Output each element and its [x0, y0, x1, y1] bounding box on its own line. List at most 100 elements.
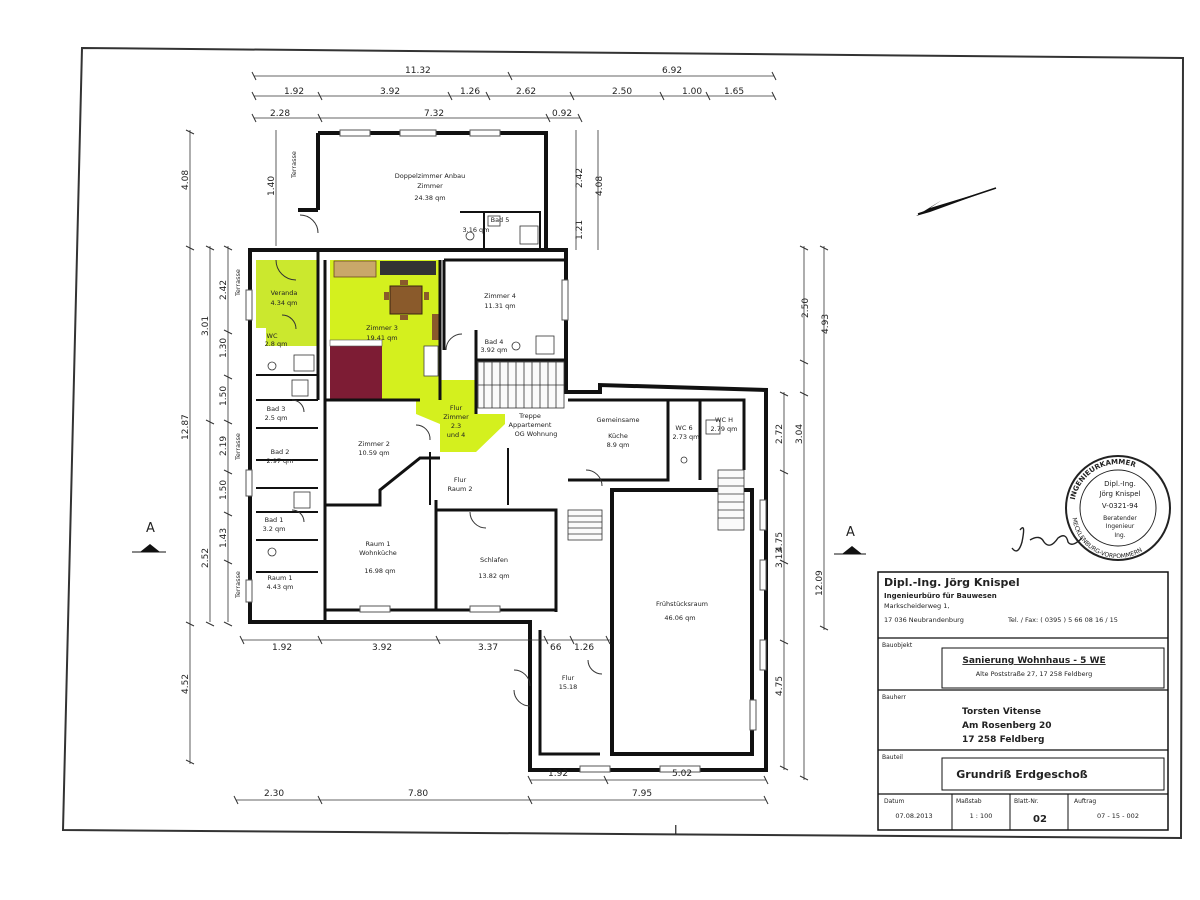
section-letter-right: A: [846, 525, 855, 540]
chair-symbol: [424, 292, 429, 300]
table-symbol: [389, 285, 423, 315]
vertical-dimension-labels: 4.08 12.87 4.52 3.01 2.52 2.42 1.30 1.50…: [181, 168, 831, 696]
room-flur-extra: und 4: [447, 431, 466, 439]
dim-leftin-5: 1.43: [219, 528, 229, 548]
scale-value: 1 : 100: [970, 812, 993, 820]
drawing-label: Bauteil: [882, 754, 903, 761]
room-raum1-area: 4.43 qm: [267, 583, 294, 591]
dim-leftin-1: 1.30: [219, 338, 229, 358]
shelf-symbol: [432, 314, 440, 340]
dimension-ticks: [185, 71, 829, 805]
section-marker-left: A: [132, 521, 166, 553]
room-flurraum-sub: Raum 2: [447, 485, 472, 493]
room-flurraum-name: Flur: [454, 476, 467, 484]
dim-leftin-0: 2.42: [219, 280, 229, 300]
room-bad3-name: Bad 3: [267, 405, 286, 413]
room-wc6-area: 2.73 qm: [673, 433, 700, 441]
room-wc6-name: WC 6: [675, 424, 692, 432]
sheet-value: 02: [1033, 814, 1047, 825]
room-wc-name: WC: [267, 332, 278, 340]
bed-symbol: [330, 345, 382, 400]
room-treppe-sub: Appartement: [509, 421, 552, 429]
room-zimmer2-name: Zimmer 2: [358, 440, 390, 448]
dim-rightmid-1: 2.50: [801, 298, 811, 318]
room-wch-area: 2.79 qm: [711, 425, 738, 433]
dim-top1-1: 6.92: [662, 66, 682, 76]
stamp-line1: Dipl.-Ing.: [1104, 480, 1136, 488]
room-bad2-name: Bad 2: [271, 448, 290, 456]
room-fruehstueck-area: 46.06 qm: [664, 614, 695, 622]
signature-scribble: [1011, 527, 1083, 552]
room-bad1-name: Bad 1: [265, 516, 284, 524]
dim-rightmid-2: 12.09: [815, 570, 825, 596]
date-value: 07.08.2013: [895, 812, 932, 820]
page-mark: I: [674, 823, 678, 837]
dim-mid-0: 1.92: [272, 643, 292, 653]
chair-symbol: [400, 280, 408, 285]
room-bad5-name: Bad 5: [491, 216, 510, 224]
project-name: Sanierung Wohnhaus - 5 WE: [962, 656, 1105, 666]
room-zimmer2-area: 10.59 qm: [358, 449, 389, 457]
north-arrow-icon: [916, 187, 997, 216]
room-doppelzimmer-sub: Zimmer: [417, 182, 443, 190]
sofa-symbol: [423, 345, 439, 377]
dim-left-1: 12.87: [181, 414, 191, 440]
architect-city: 17 036 Neubrandenburg: [884, 616, 964, 624]
dim-bottom1-0: 1.92: [548, 769, 568, 779]
wc-highlight: [266, 328, 318, 346]
room-bad3-area: 2.5 qm: [265, 414, 288, 422]
room-zimmer4-area: 11.31 qm: [484, 302, 515, 310]
dim-mid-2: 3.37: [478, 643, 498, 653]
dim-top1-0: 11.32: [405, 66, 431, 76]
room-kueche-sub: Küche: [608, 432, 628, 440]
room-flur-sub: Zimmer: [443, 413, 469, 421]
dim-leftmid-1: 2.52: [201, 548, 211, 568]
room-raum1-name: Raum 1: [267, 574, 292, 582]
dim-top3-0: 2.28: [270, 109, 290, 119]
chair-symbol: [400, 315, 408, 320]
sanitary-fixtures: [267, 215, 721, 557]
dim-left-0: 4.08: [181, 170, 191, 190]
doors: [275, 214, 603, 707]
room-bad2-area: 2.97 qm: [267, 457, 294, 465]
wardrobe-symbol: [333, 260, 377, 278]
room-kueche-name: Gemeinsame: [597, 416, 640, 424]
dim-bottom2-0: 2.30: [264, 789, 284, 799]
dim-leftin-4: 1.50: [219, 480, 229, 500]
kitchenette-symbol: [380, 261, 436, 275]
dim-top2-5: 1.00: [682, 87, 702, 97]
dim-rightmid-0: 4.93: [821, 314, 831, 334]
project-label: Bauobjekt: [882, 642, 913, 649]
room-zimmer3-area: 19.41 qm: [366, 334, 397, 342]
dim-top3-2: 0.92: [552, 109, 572, 119]
dim-leftmid-0: 3.01: [201, 316, 211, 336]
room-flurentry-area: 15.18: [559, 683, 578, 691]
order-value: 07 - 15 - 002: [1097, 812, 1139, 820]
room-wohnkueche-name: Raum 1: [365, 540, 390, 548]
title-block: Dipl.-Ing. Jörg Knispel Ingenieurbüro fü…: [877, 571, 1169, 831]
dim-top2-0: 1.92: [284, 87, 304, 97]
veranda-highlight: [256, 260, 318, 328]
section-letter-left: A: [146, 521, 155, 536]
client-city: 17 258 Feldberg: [962, 735, 1044, 745]
project-address: Alte Poststraße 27, 17 258 Feldberg: [976, 670, 1093, 678]
dim-mid-4: 66: [550, 643, 562, 653]
dim-rightin-2: 3.13: [775, 548, 785, 568]
sheet-label: Blatt-Nr.: [1014, 798, 1039, 805]
chair-symbol: [384, 292, 389, 300]
room-bad5-area: 3.16 qm: [463, 226, 490, 234]
dim-top2-3: 2.62: [516, 87, 536, 97]
dim-rightin-1: 3.04: [795, 424, 805, 444]
architect-phone: Tel. / Fax: ( 0395 ) 5 66 08 16 / 15: [1007, 616, 1118, 624]
room-flur-name: Flur: [450, 404, 463, 412]
dim-rightup-1: 1.21: [575, 220, 585, 240]
room-schlafen-name: Schlafen: [480, 556, 508, 564]
bed-pillow: [329, 339, 383, 347]
windows: [245, 129, 767, 773]
room-bad1-area: 3.2 qm: [263, 525, 286, 533]
terrasse-label: Terrasse: [234, 433, 242, 461]
room-fruehstueck-name: Frühstücksraum: [656, 600, 708, 608]
walls: [248, 131, 768, 772]
room-treppe-name: Treppe: [518, 412, 541, 420]
